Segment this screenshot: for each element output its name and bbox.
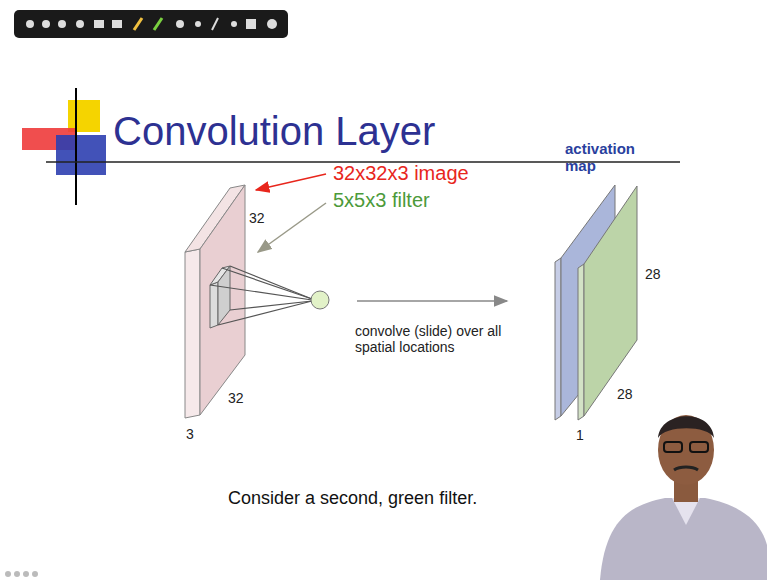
- toolbar: [14, 10, 288, 38]
- dimension-label: 28: [645, 266, 661, 282]
- receptive-field-lines: [210, 266, 312, 325]
- image-pointer: [256, 174, 326, 190]
- input-volume: [185, 185, 245, 418]
- dimension-label: 1: [576, 427, 584, 443]
- filter-size-label: 5x5x3 filter: [333, 189, 430, 212]
- activation-maps: [555, 185, 637, 420]
- player-icons: [5, 571, 38, 577]
- slide-title: Convolution Layer: [113, 108, 435, 154]
- operation-note: convolve (slide) over all spatial locati…: [355, 323, 523, 355]
- dimension-label: 32: [249, 210, 265, 226]
- dimension-label: 32: [228, 390, 244, 406]
- dimension-label: 3: [186, 426, 194, 442]
- filter-pointer: [258, 203, 326, 252]
- convolve-arrow: [357, 300, 507, 302]
- image-size-label: 32x32x3 image: [333, 162, 469, 185]
- title-decoration: [22, 88, 680, 205]
- neuron-dot: [311, 291, 329, 309]
- dimension-label: 28: [617, 386, 633, 402]
- output-label: activation map: [565, 140, 657, 175]
- filter-volume: [210, 266, 230, 328]
- presenter: [600, 415, 767, 580]
- slide-caption: Consider a second, green filter.: [228, 488, 477, 509]
